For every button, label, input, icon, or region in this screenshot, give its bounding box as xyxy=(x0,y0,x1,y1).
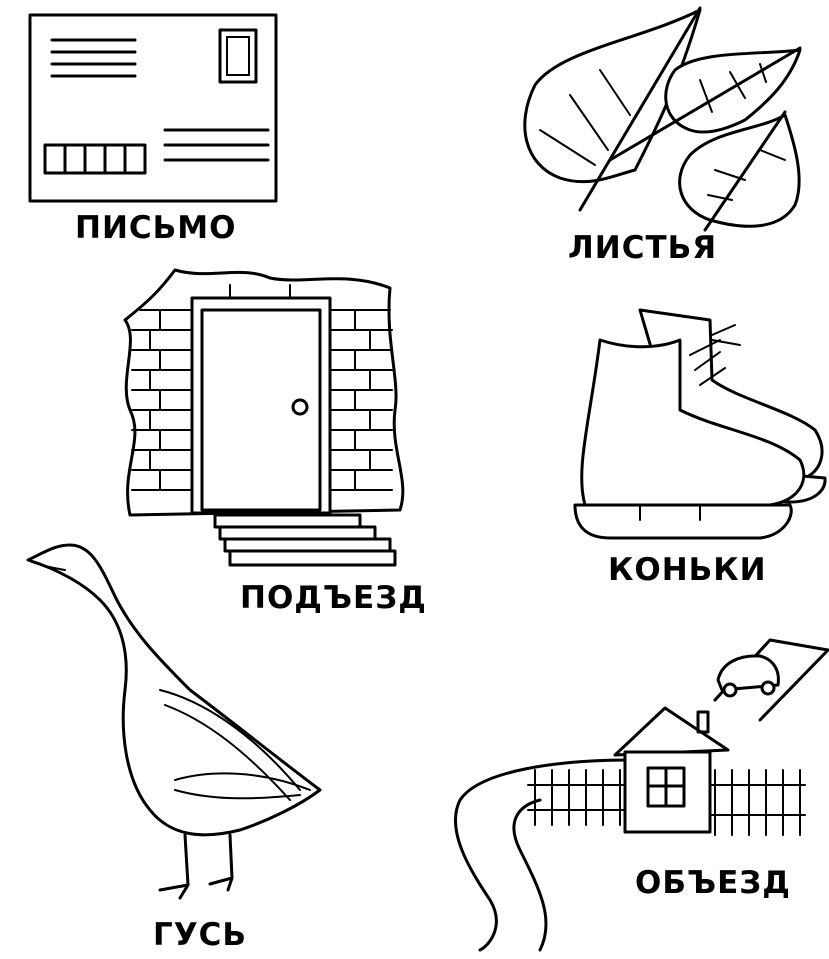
skates-label: КОНЬКИ xyxy=(608,552,767,588)
goose-picture xyxy=(26,543,322,900)
detour-label: ОБЪЕЗД xyxy=(635,865,791,901)
goose-label: ГУСЬ xyxy=(153,917,248,953)
leaves-label: ЛИСТЬЯ xyxy=(568,230,718,266)
entrance-label: ПОДЪЕЗД xyxy=(240,580,427,616)
letter-label: ПИСЬМО xyxy=(75,210,237,246)
leaves-picture xyxy=(523,6,802,232)
entrance-picture xyxy=(123,268,405,567)
detour-picture xyxy=(454,638,829,952)
envelope-picture xyxy=(28,13,278,203)
skates-picture xyxy=(573,308,827,540)
